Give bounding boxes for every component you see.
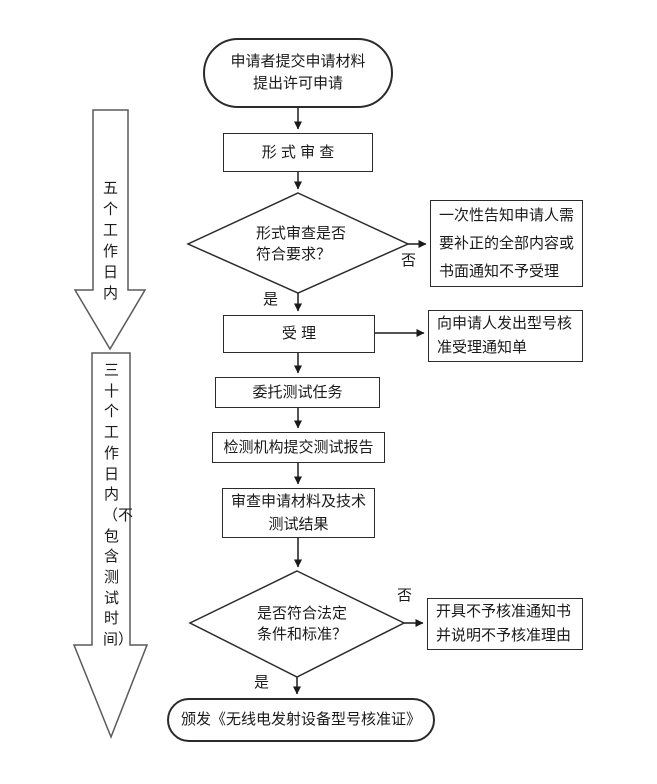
notify-correction-step: 一次性告知申请人需 要补正的全部内容或 书面通知不予受理	[430, 200, 583, 287]
decision1-yes-label: 是	[263, 291, 279, 308]
start-terminator: 申请者提交申请材料 提出许可申请	[203, 38, 393, 108]
decision1-label: 形式审查是否 符合要求？	[256, 224, 347, 264]
timeline-arrow-2-shape	[72, 352, 149, 740]
timeline-arrow-1-shape	[73, 109, 147, 351]
decision2-label: 是否符合法定 条件和标准？	[257, 604, 348, 644]
decision2-no-label: 否	[397, 587, 413, 604]
accept-notice-step: 向申请人发出型号核 准受理通知单	[428, 310, 583, 362]
delegate-test-step: 委托测试任务	[215, 377, 380, 408]
review-materials-step: 审查申请材料及技术 测试结果	[222, 488, 375, 538]
timeline-arrow-2-label: 三十个工作日内（不包含测试时间）	[103, 362, 134, 649]
accept-step: 受 理	[223, 315, 375, 353]
reject-notice-step: 开具不予核准通知书 并说明不予核准理由	[427, 598, 583, 650]
test-report-step: 检测机构提交测试报告	[212, 432, 385, 463]
decision2-yes-label: 是	[254, 674, 270, 691]
timeline-arrow-1-label: 五个工作日内	[102, 180, 118, 302]
decision1-no-label: 否	[401, 252, 417, 269]
connector-arrows	[293, 108, 427, 695]
formal-review-step: 形 式 审 查	[223, 133, 373, 172]
end-terminator: 颁发《无线电发射设备型号核准证》	[167, 698, 435, 742]
